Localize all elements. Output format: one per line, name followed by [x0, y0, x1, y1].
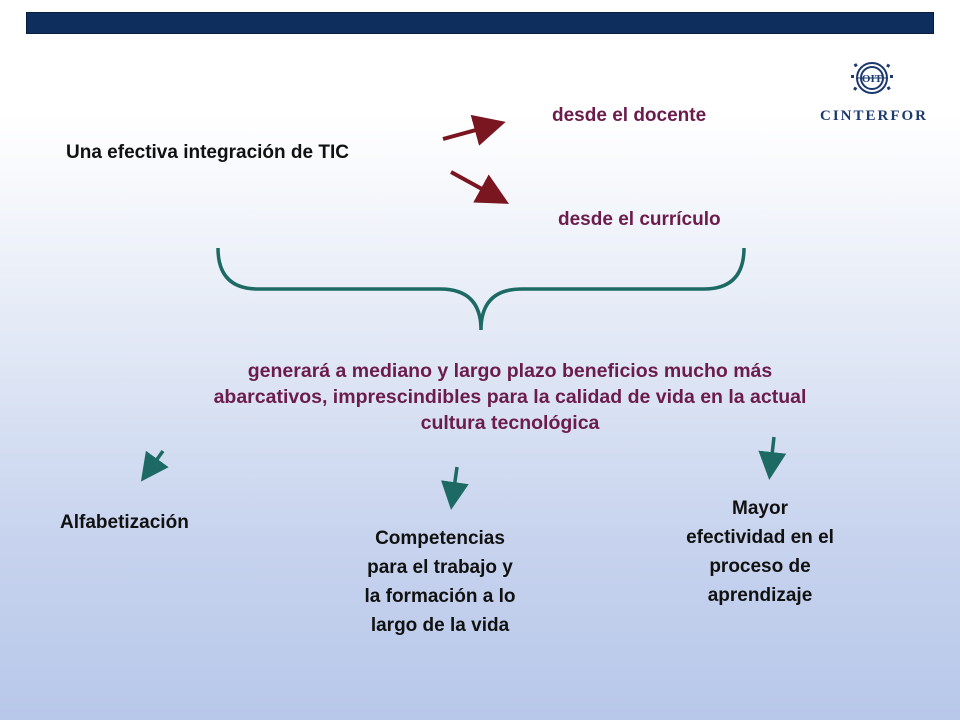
branch-label-curriculo: desde el currículo: [558, 209, 721, 230]
arrow-to-competencias: [441, 466, 469, 510]
outcome-efectividad: Mayor efectividad en el proceso de apren…: [686, 498, 834, 606]
outcome-competencias: Competencias para el trabajo y la formac…: [364, 528, 516, 636]
arrow-to-curriculo: [450, 170, 510, 204]
svg-text:CINTERFOR: CINTERFOR: [820, 108, 928, 124]
arrow-to-alfabetizacion: [140, 449, 169, 482]
header-bar: [26, 12, 934, 34]
outcome-alfabetizacion: Alfabetización: [60, 512, 189, 533]
branch-label-docente: desde el docente: [552, 105, 707, 126]
oit-emblem-icon: OIT CINTERFOR: [820, 62, 928, 124]
grouping-brace: [216, 247, 746, 331]
central-statement: generará a mediano y largo plazo benefic…: [213, 360, 807, 434]
main-title: Una efectiva integración de TIC: [66, 142, 349, 163]
svg-text:OIT: OIT: [862, 73, 883, 85]
arrow-to-efectividad: [758, 436, 787, 480]
arrow-to-docente: [442, 114, 506, 146]
cinterfor-logo: OIT CINTERFOR: [818, 58, 930, 126]
